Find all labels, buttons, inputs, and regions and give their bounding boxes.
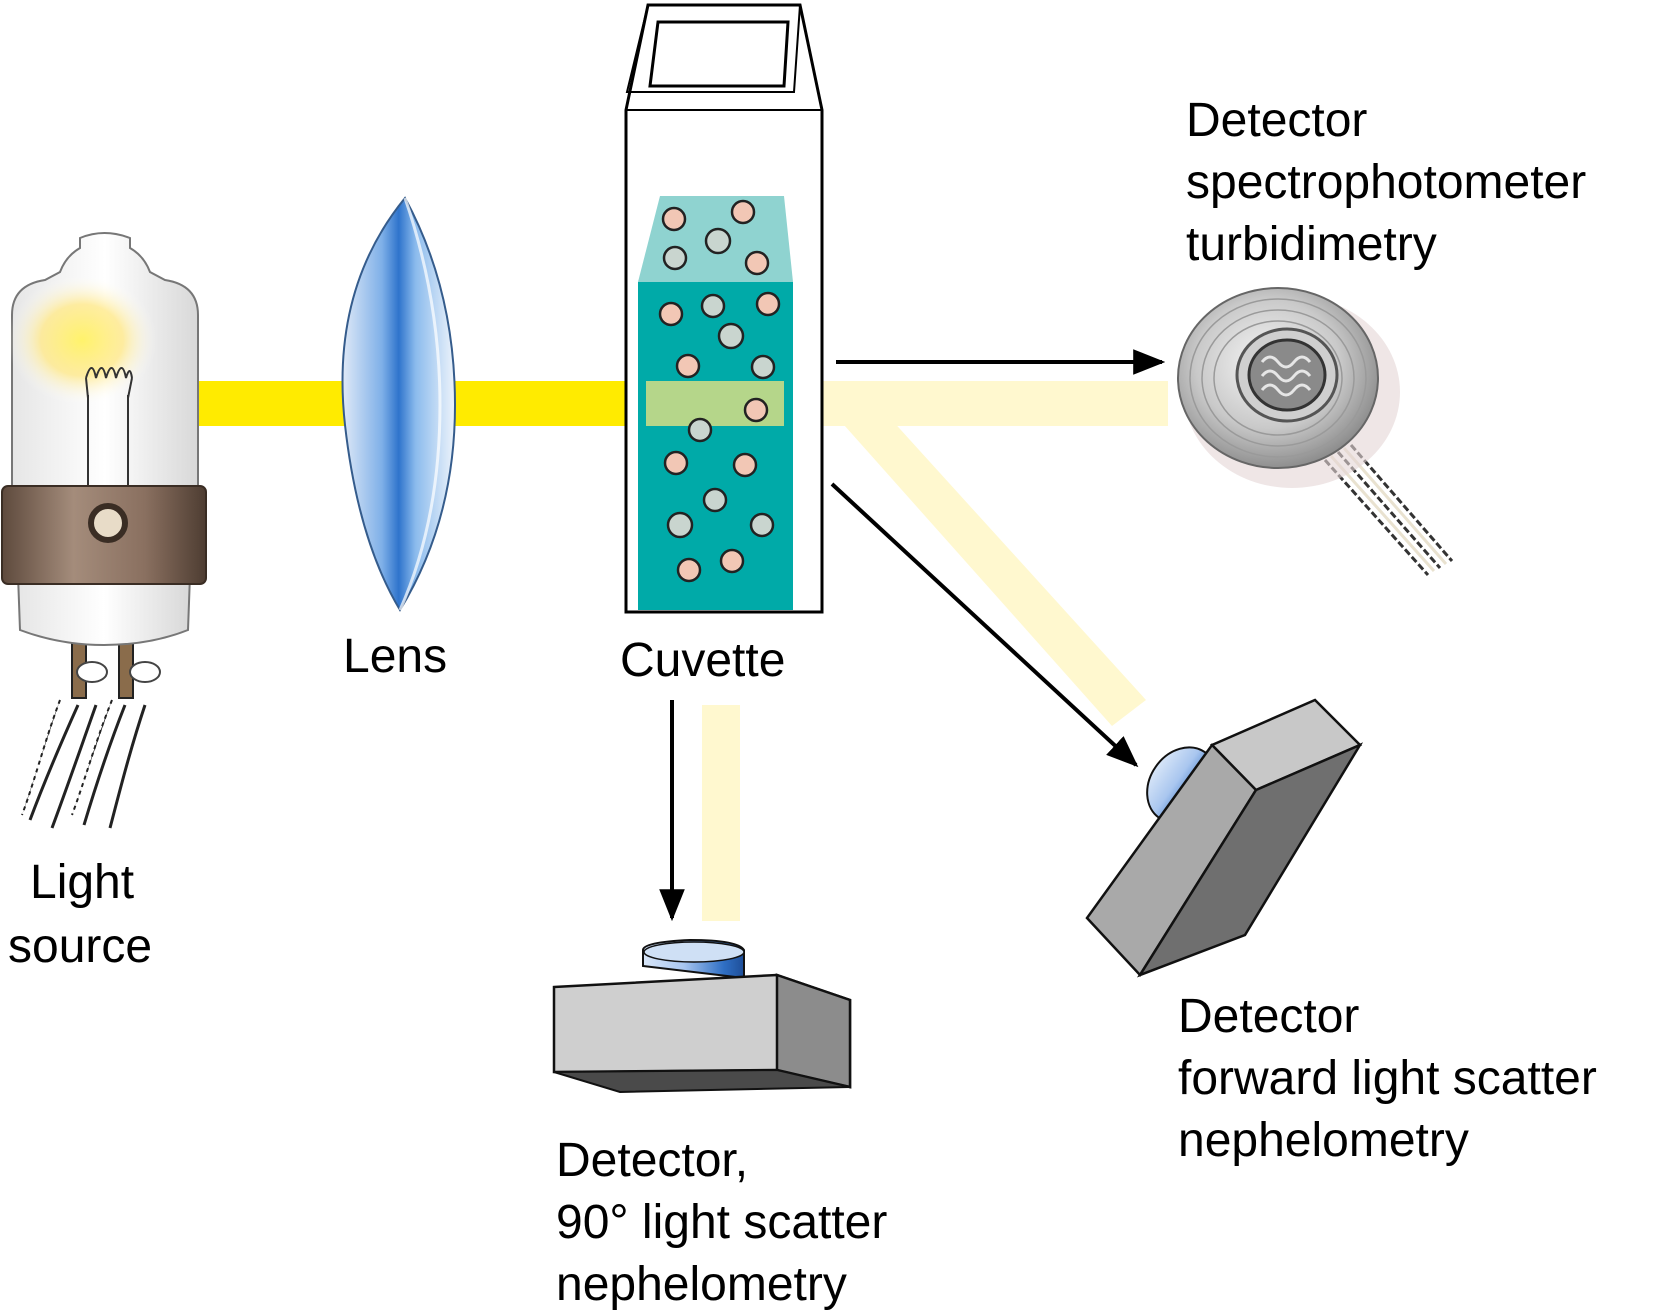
- beam-90-scatter: [702, 705, 740, 921]
- forward-detector-label-line1: Detector: [1178, 990, 1359, 1043]
- lens-label: Lens: [343, 630, 447, 683]
- cuvette-icon: [624, 3, 824, 614]
- photocell-detector-icon: [1177, 287, 1454, 577]
- forward-detector-label-line3: nephelometry: [1178, 1114, 1469, 1167]
- transmitted-detector-label-line2: spectrophotometer: [1186, 156, 1586, 209]
- beam-source-to-lens: [193, 381, 345, 426]
- forward-detector-label-line2: forward light scatter: [1178, 1052, 1597, 1105]
- light-bulb-icon: [1, 232, 207, 829]
- ninety-degree-detector-icon: [552, 938, 852, 1094]
- cuvette-label: Cuvette: [620, 634, 785, 687]
- arrows: [659, 349, 1166, 922]
- ninety-detector-label-line3: nephelometry: [556, 1258, 847, 1311]
- forward-scatter-detector-icon: [1085, 698, 1364, 978]
- ninety-detector-label-line1: Detector,: [556, 1134, 748, 1187]
- transmitted-detector-label-line3: turbidimetry: [1186, 218, 1437, 271]
- arrow-forward-scatter: [830, 482, 1139, 768]
- beam-forward-scatter: [836, 396, 1146, 726]
- transmitted-detector-label-line1: Detector: [1186, 94, 1367, 147]
- particles: [658, 199, 781, 583]
- ninety-detector-label-line2: 90° light scatter: [556, 1196, 887, 1249]
- light-source-label-line1: Light: [30, 856, 134, 909]
- light-beams: [193, 381, 1168, 921]
- labels: Light source Lens Cuvette Detector spect…: [8, 94, 1597, 1311]
- lens-icon: [341, 196, 457, 612]
- light-source-label-line2: source: [8, 920, 152, 973]
